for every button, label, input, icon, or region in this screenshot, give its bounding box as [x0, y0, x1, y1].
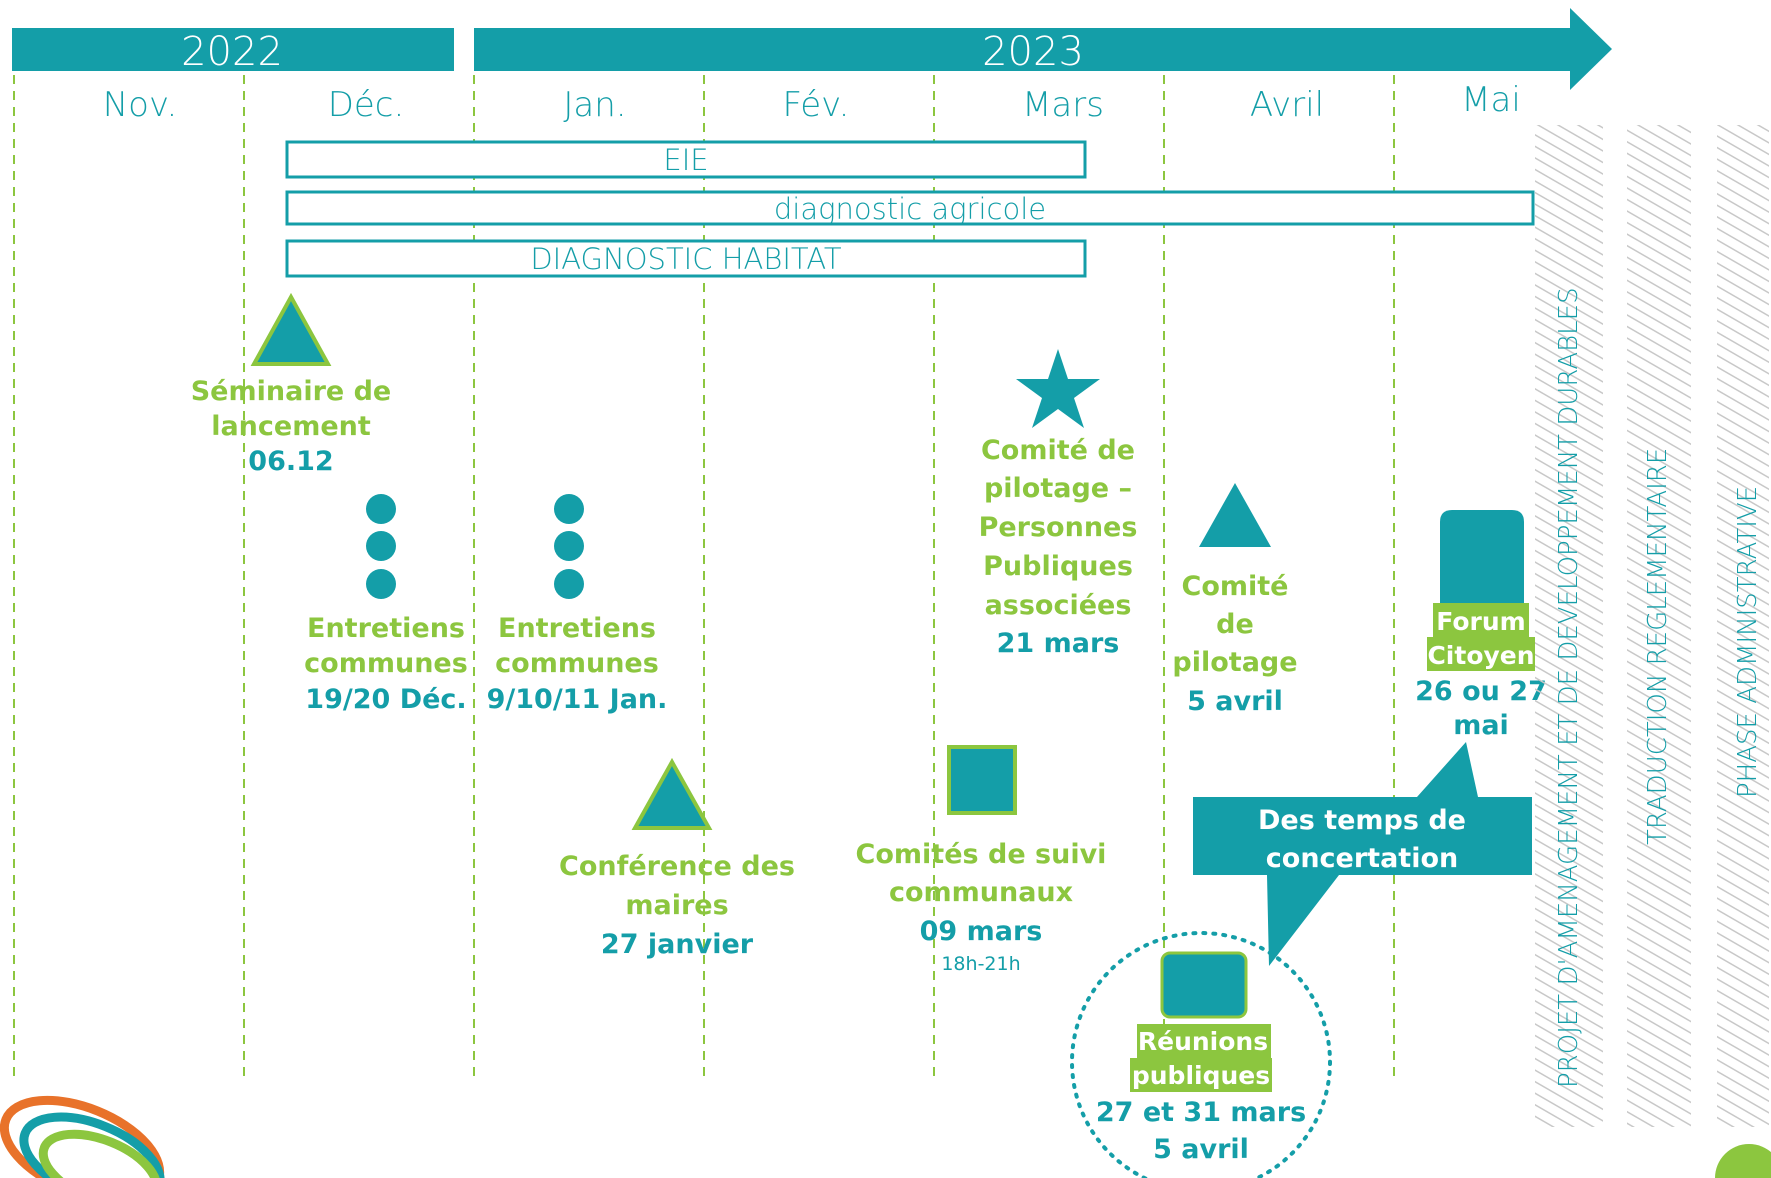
task-label-eie: EIE: [663, 143, 708, 177]
event-highlight: [1130, 1058, 1272, 1092]
phase-label: PROJET D'AMENAGEMENT ET DE DEVELOPPEMENT…: [1554, 287, 1584, 1088]
event-title: maires: [625, 890, 728, 921]
month-label-nov: Nov.: [103, 85, 178, 125]
callout-shape: [1193, 742, 1532, 966]
event-title: publiques: [1132, 1061, 1270, 1090]
dots-icon: [554, 494, 584, 599]
square-icon: [1160, 951, 1248, 1019]
event-date: 27 janvier: [601, 929, 754, 960]
phase-column-padd: PROJET D'AMENAGEMENT ET DE DEVELOPPEMENT…: [1535, 125, 1603, 1127]
event-title: associées: [985, 590, 1132, 621]
event-title: Séminaire de: [191, 376, 392, 407]
event-date: 21 mars: [997, 628, 1120, 659]
event-title: Publiques: [983, 551, 1133, 582]
event-date: mai: [1453, 710, 1509, 741]
phase-column-administrative: PHASE ADMINISTRATIVE: [1717, 125, 1769, 1127]
phase-column-traduction: TRADUCTION REGLEMENTAIRE: [1627, 125, 1691, 1127]
month-label-dec: Déc.: [328, 85, 405, 125]
event-title: Personnes: [979, 512, 1138, 543]
task-bar-diagnostic-agricole: [285, 190, 1535, 226]
callout-concertation: Des temps de concertation: [1193, 742, 1532, 966]
event-title: Comité de: [981, 435, 1135, 466]
event-title: lancement: [211, 411, 371, 442]
hatch-band: [1717, 125, 1769, 1127]
callout-text: concertation: [1266, 843, 1458, 874]
event-highlight: [1427, 637, 1535, 671]
event-title: communaux: [889, 877, 1073, 908]
page-badge: [1715, 1144, 1771, 1178]
event-title: pilotage –: [984, 473, 1132, 504]
event-title: Réunions: [1138, 1027, 1268, 1056]
star-icon: [1016, 349, 1100, 428]
event-date: 26 ou 27: [1415, 676, 1547, 707]
triangle-icon: [1199, 483, 1271, 547]
task-bars: EIE diagnostic agricole DIAGNOSTIC HABIT…: [285, 140, 1535, 278]
event-date: 19/20 Déc.: [305, 684, 466, 715]
event-title: Forum: [1436, 607, 1525, 636]
event-entretiens-dec: Entretiens communes 19/20 Déc.: [304, 494, 468, 715]
event-forum-citoyen: Forum Citoyen 26 ou 27 mai: [1415, 510, 1547, 741]
year-label-2023: 2023: [982, 29, 1084, 75]
year-label-2022: 2022: [181, 29, 283, 75]
month-label-mai: Mai: [1461, 80, 1521, 120]
event-copil-ppa: Comité de pilotage – Personnes Publiques…: [979, 349, 1138, 659]
month-labels: Nov. Déc. Jan. Fév. Mars Avril Mai: [103, 80, 1521, 125]
event-date: 06.12: [248, 446, 333, 477]
square-icon: [947, 745, 1017, 815]
callout-text: Des temps de: [1258, 805, 1466, 836]
event-title: Entretiens: [498, 613, 656, 644]
event-highlight: [1137, 1024, 1271, 1058]
event-date: 9/10/11 Jan.: [487, 684, 668, 715]
event-title: Citoyen: [1427, 641, 1534, 670]
phase-label: TRADUCTION REGLEMENTAIRE: [1643, 448, 1673, 845]
event-reunions-publiques: Réunions publiques 27 et 31 mars 5 avril: [1070, 931, 1332, 1178]
hatch-band: [1535, 125, 1603, 1127]
event-date: 5 avril: [1153, 1134, 1249, 1165]
event-entretiens-jan: Entretiens communes 9/10/11 Jan.: [487, 494, 668, 715]
dotted-circle: [1070, 931, 1332, 1178]
event-conference-maires: Conférence des maires 27 janvier: [559, 757, 795, 960]
task-bar-diagnostic-habitat: [285, 239, 1087, 278]
event-time: 18h-21h: [941, 953, 1020, 975]
event-copil: Comité de pilotage 5 avril: [1172, 483, 1298, 717]
task-bar-eie: [285, 140, 1087, 179]
event-date: 27 et 31 mars: [1096, 1097, 1306, 1128]
dots-icon: [366, 494, 396, 599]
event-title: pilotage: [1172, 647, 1297, 678]
event-date: 09 mars: [920, 916, 1043, 947]
event-title: Comités de suivi: [856, 839, 1107, 870]
year-bar-2023: 2023: [474, 8, 1612, 90]
month-label-jan: Jan.: [563, 85, 626, 125]
year-bar-2022: 2022: [12, 28, 454, 75]
month-label-fev: Fév.: [783, 85, 850, 125]
forum-icon: [1440, 510, 1524, 603]
event-title: Comité: [1182, 571, 1289, 602]
event-title: Conférence des: [559, 851, 795, 882]
event-highlight: [1433, 603, 1529, 637]
month-label-avril: Avril: [1250, 85, 1324, 125]
task-label-diagnostic-agricole: diagnostic agricole: [774, 192, 1046, 226]
logo-icon: [0, 1095, 165, 1178]
event-title: communes: [495, 648, 659, 679]
event-title: de: [1216, 609, 1254, 640]
hatch-band: [1627, 125, 1691, 1127]
event-title: Entretiens: [307, 613, 465, 644]
event-title: communes: [304, 648, 468, 679]
event-seminaire-lancement: Séminaire de lancement 06.12: [191, 292, 392, 477]
event-date: 5 avril: [1187, 686, 1283, 717]
triangle-icon: [250, 292, 332, 366]
triangle-icon: [631, 757, 713, 830]
task-label-diagnostic-habitat: DIAGNOSTIC HABITAT: [530, 242, 842, 276]
phase-label: PHASE ADMINISTRATIVE: [1733, 486, 1763, 798]
month-label-mars: Mars: [1022, 85, 1104, 125]
event-comites-suivi: Comités de suivi communaux 09 mars 18h-2…: [856, 745, 1107, 975]
